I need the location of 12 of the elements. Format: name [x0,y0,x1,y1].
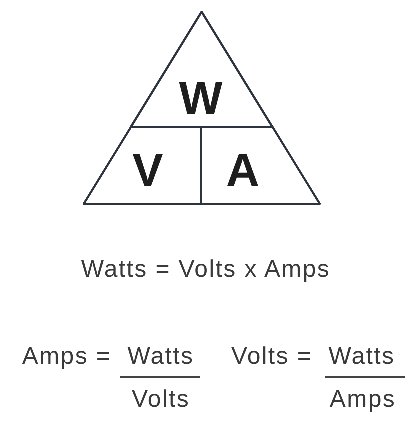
formula-text: Watts = Volts x Amps [81,256,331,284]
symbol-letter: W [179,75,223,121]
formula-triangle [82,10,322,206]
denominator-text: Amps [330,386,396,414]
numerator-text: Watts [128,343,194,371]
denominator-text: Volts [132,386,190,414]
formula-text: Amps = [22,343,112,371]
numerator-text: Watts [328,343,396,371]
symbol-letter: V [132,147,164,193]
formula-text: Volts = [231,343,313,371]
triangle-section [129,10,275,129]
symbol-letter: A [226,147,260,193]
